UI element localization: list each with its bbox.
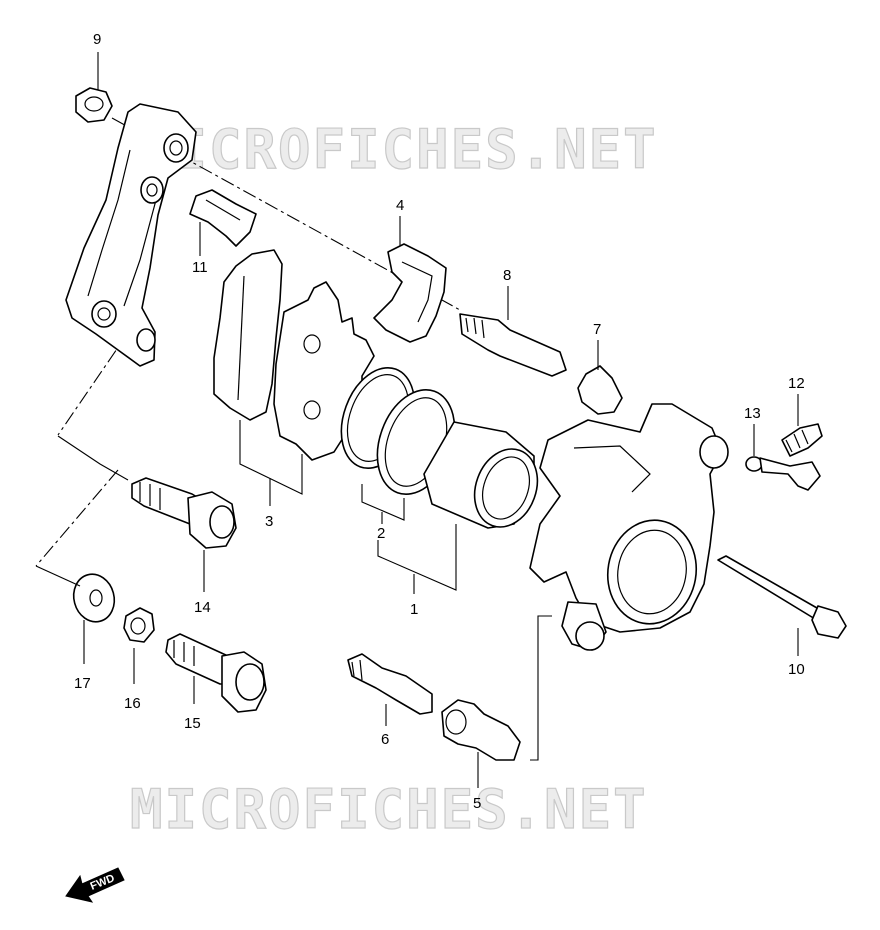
- part-4-retainer: [373, 216, 447, 343]
- part-6-fitting: [347, 653, 433, 726]
- callout-2: 2: [377, 525, 385, 542]
- callout-labels: 9 11 4 8 7 12 13 3 2 1 14 10 17 16 15 6 …: [74, 31, 805, 812]
- part-12-bleeder-valve: [781, 394, 823, 457]
- fwd-arrow-icon: FWD: [65, 867, 125, 903]
- part-8-slide-pin: [459, 286, 567, 377]
- callout-9: 9: [93, 31, 101, 48]
- callout-1: 1: [410, 601, 418, 618]
- part-15-bolt: [165, 633, 267, 713]
- caliper-body: [529, 403, 729, 651]
- part-10-bolt: [717, 555, 847, 656]
- callout-13: 13: [744, 405, 761, 422]
- part-13-bleeder-cap: [745, 424, 821, 491]
- callout-14: 14: [194, 599, 211, 616]
- callout-5: 5: [473, 795, 481, 812]
- part-17-washer: [35, 565, 116, 664]
- part-3-brake-pads: [213, 249, 375, 506]
- part-7-boot: [577, 340, 623, 415]
- callout-3: 3: [265, 513, 273, 530]
- callout-7: 7: [593, 321, 601, 338]
- watermark-bottom: MICROFICHES.NET: [130, 778, 648, 841]
- callout-15: 15: [184, 715, 201, 732]
- part-5-slide-pin: [441, 615, 552, 788]
- callout-16: 16: [124, 695, 141, 712]
- part-14-bolt: [57, 435, 237, 592]
- part-1-piston: [377, 421, 539, 594]
- callout-10: 10: [788, 661, 805, 678]
- callout-6: 6: [381, 731, 389, 748]
- callout-17: 17: [74, 675, 91, 692]
- part-9-nut: [75, 52, 113, 123]
- part-11-pad-spring: [189, 189, 257, 256]
- watermark-top: MICROFICHES.NET: [140, 118, 658, 181]
- callout-8: 8: [503, 267, 511, 284]
- part-16-washer: [123, 607, 155, 684]
- callout-4: 4: [396, 197, 404, 214]
- callout-12: 12: [788, 375, 805, 392]
- caliper-bracket: [65, 103, 197, 367]
- callout-11: 11: [192, 259, 208, 276]
